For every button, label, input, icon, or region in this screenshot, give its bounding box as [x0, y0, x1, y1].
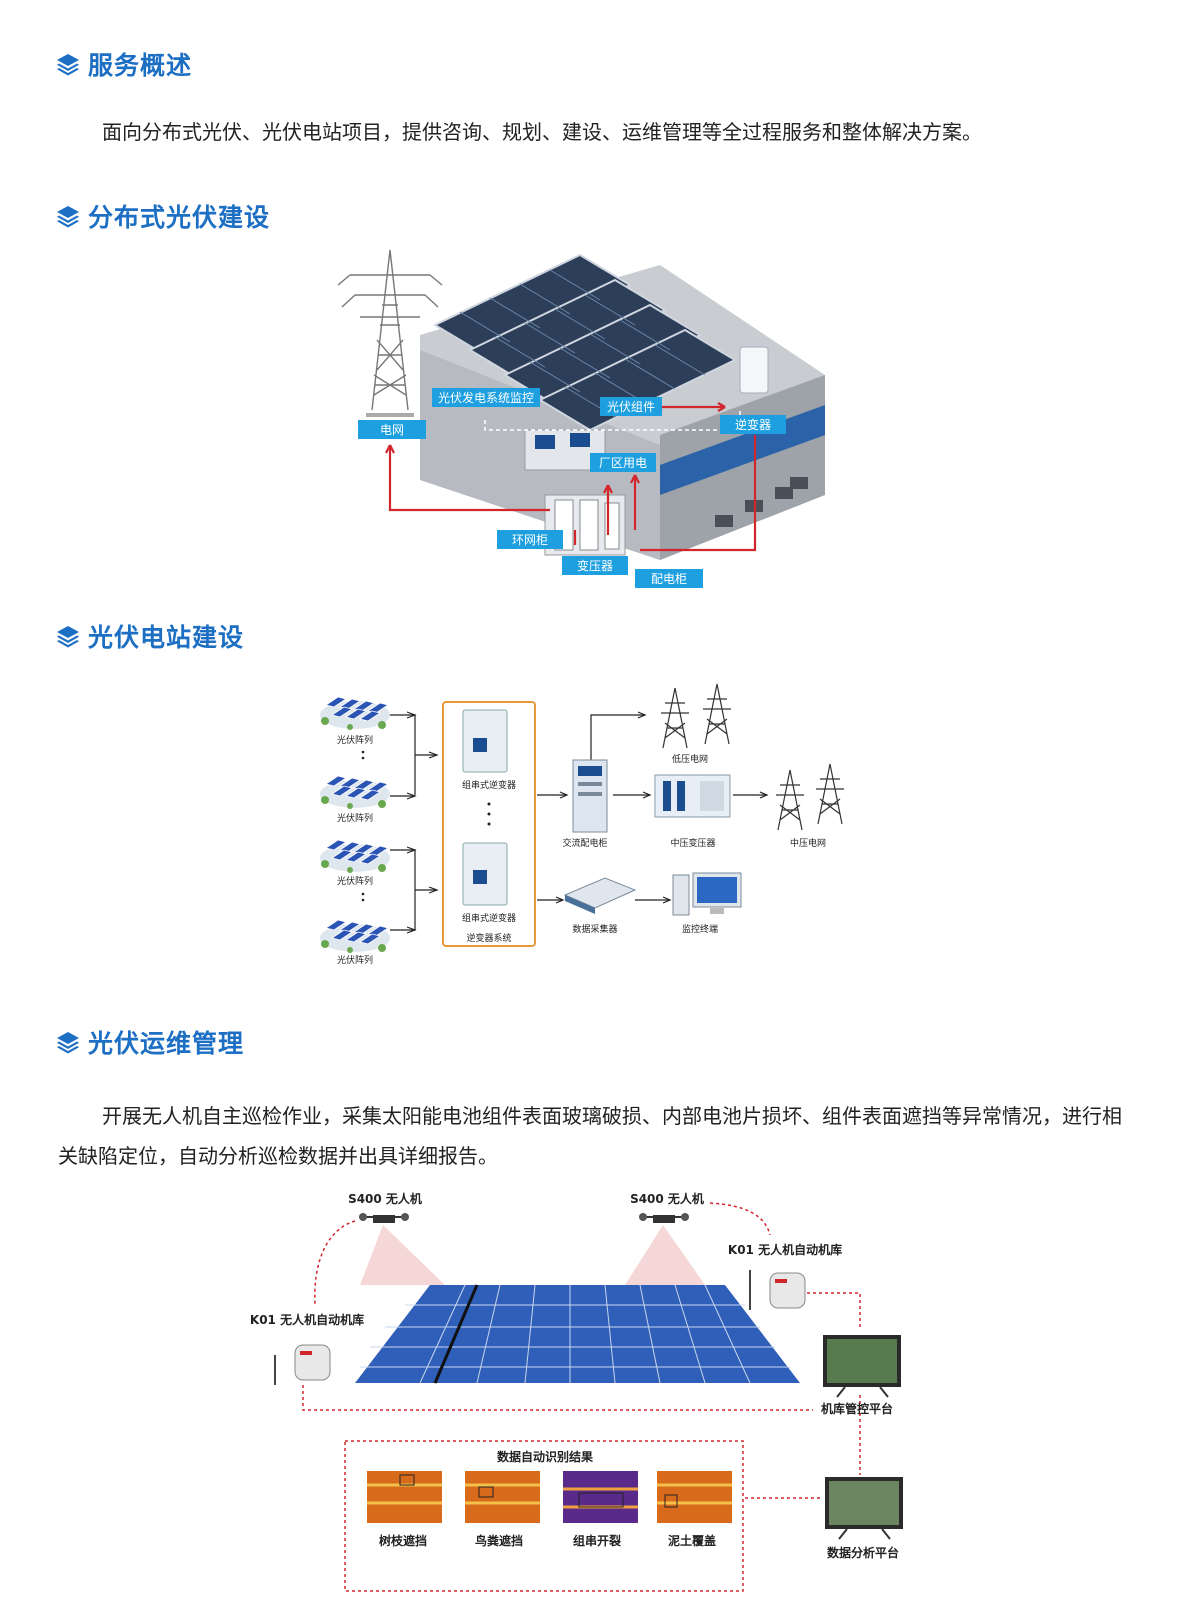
svg-text:环网柜: 环网柜 — [512, 533, 548, 547]
section-heading-station: 光伏电站建设 — [56, 618, 244, 654]
results-box — [344, 1440, 744, 1592]
label-monitor: 光伏发电系统监控 — [432, 388, 540, 407]
pv-array-2: 光伏阵列 — [319, 775, 391, 824]
label-grid: 电网 — [358, 420, 426, 439]
label-plant-power: 厂区用电 — [590, 453, 656, 472]
svg-text:组串式逆变器: 组串式逆变器 — [462, 779, 516, 791]
svg-text:光伏阵列: 光伏阵列 — [337, 734, 373, 746]
svg-text:中压变压器: 中压变压器 — [670, 837, 715, 849]
svg-text:数据采集器: 数据采集器 — [572, 923, 617, 935]
label-inverter: 逆变器 — [720, 415, 786, 434]
low-voltage-grid: 低压电网 — [660, 683, 732, 765]
svg-text:光伏阵列: 光伏阵列 — [337, 875, 373, 887]
svg-text:监控终端: 监控终端 — [682, 923, 718, 935]
section-title: 光伏电站建设 — [88, 623, 245, 652]
svg-text:光伏阵列: 光伏阵列 — [337, 954, 373, 966]
section-title: 服务概述 — [88, 51, 193, 80]
label-transformer: 变压器 — [562, 556, 628, 575]
inverter-system-box — [442, 701, 536, 947]
svg-text:数据分析平台: 数据分析平台 — [827, 1545, 899, 1560]
svg-text:电网: 电网 — [380, 423, 404, 437]
section-heading-overview: 服务概述 — [56, 46, 192, 82]
transmission-tower-icon — [337, 249, 443, 417]
drone-left: S400 无人机 — [348, 1191, 445, 1285]
section-heading-distributed: 分布式光伏建设 — [56, 198, 270, 234]
result-bird-dropping: 鸟粪遮挡 — [465, 1471, 540, 1548]
hangar-right: K01 无人机自动机库 — [728, 1242, 842, 1310]
mv-grid: 中压电网 — [775, 763, 845, 849]
pv-array-1: 光伏阵列 — [319, 696, 391, 746]
pv-array-4: 光伏阵列 — [319, 919, 391, 966]
overview-paragraph: 面向分布式光伏、光伏电站项目，提供咨询、规划、建设、运维管理等全过程服务和整体解… — [102, 120, 982, 144]
data-collector: 数据采集器 — [563, 877, 637, 935]
layers-icon — [57, 1032, 79, 1054]
string-inverter-1: 组串式逆变器 — [462, 709, 516, 791]
mv-transformer: 中压变压器 — [654, 774, 731, 849]
om-paragraph: 开展无人机自主巡检作业，采集太阳能电池组件表面玻璃破损、内部电池片损坏、组件表面… — [58, 1104, 1122, 1168]
svg-text:配电柜: 配电柜 — [651, 572, 687, 586]
result-string-crack: 组串开裂 — [563, 1471, 638, 1548]
drone-right: S400 无人机 — [625, 1191, 705, 1285]
monitor-terminal: 监控终端 — [672, 872, 742, 935]
string-inverter-2: 组串式逆变器 — [462, 842, 516, 924]
svg-text:中压电网: 中压电网 — [790, 837, 826, 849]
result-dirt-cover: 泥土覆盖 — [657, 1471, 732, 1548]
svg-text:S400 无人机: S400 无人机 — [630, 1191, 704, 1206]
analysis-platform: 数据分析平台 — [825, 1477, 903, 1560]
svg-text:厂区用电: 厂区用电 — [599, 456, 647, 470]
svg-text:组串开裂: 组串开裂 — [573, 1533, 621, 1548]
svg-text:机库管控平台: 机库管控平台 — [821, 1401, 893, 1416]
hangar-left: K01 无人机自动机库 — [250, 1312, 364, 1385]
label-ring-cabinet: 环网柜 — [497, 530, 563, 549]
section-heading-om: 光伏运维管理 — [56, 1024, 244, 1060]
inverter-system-label: 逆变器系统 — [466, 932, 511, 944]
ac-distribution-cabinet: 交流配电柜 — [562, 759, 608, 849]
svg-text:树枝遮挡: 树枝遮挡 — [379, 1533, 427, 1548]
data-links — [302, 1202, 861, 1499]
inverter-device — [739, 346, 769, 394]
label-dist-cabinet: 配电柜 — [635, 569, 703, 588]
svg-text:变压器: 变压器 — [577, 558, 613, 573]
hangar-platform: 机库管控平台 — [821, 1335, 901, 1416]
pv-array-3: 光伏阵列 — [319, 839, 391, 887]
svg-text:组串式逆变器: 组串式逆变器 — [462, 912, 516, 924]
layers-icon — [57, 206, 79, 228]
svg-text:鸟粪遮挡: 鸟粪遮挡 — [475, 1533, 523, 1548]
label-module: 光伏组件 — [600, 397, 662, 416]
svg-text:交流配电柜: 交流配电柜 — [562, 837, 607, 849]
results-title: 数据自动识别结果 — [497, 1449, 593, 1464]
distributed-pv-diagram: 光伏发电系统监控 光伏组件 电网 逆变器 厂区用电 环网柜 变压器 配电柜 — [337, 249, 825, 588]
result-branch-occlusion: 树枝遮挡 — [367, 1471, 442, 1548]
svg-text:低压电网: 低压电网 — [672, 753, 708, 765]
layers-icon — [57, 54, 79, 76]
svg-text:光伏阵列: 光伏阵列 — [337, 812, 373, 824]
svg-text:逆变器: 逆变器 — [735, 417, 771, 432]
section-title: 光伏运维管理 — [88, 1029, 245, 1058]
svg-text:泥土覆盖: 泥土覆盖 — [668, 1533, 716, 1548]
svg-text:S400 无人机: S400 无人机 — [348, 1191, 422, 1206]
solar-field — [355, 1284, 800, 1384]
solar-panel-array — [432, 253, 738, 432]
drone-inspection-diagram: S400 无人机 S400 无人机 K01 无人机自动机库 K01 无人机自动机… — [250, 1191, 903, 1592]
power-flow-arrows — [385, 402, 757, 552]
layers-icon — [57, 626, 79, 648]
svg-text:K01 无人机自动机库: K01 无人机自动机库 — [728, 1242, 842, 1257]
svg-text:K01 无人机自动机库: K01 无人机自动机库 — [250, 1312, 364, 1327]
pv-station-diagram: 光伏阵列 光伏阵列 光伏阵列 光伏阵列 组串式逆变器 组串式逆变器 逆变器系统 — [319, 683, 845, 966]
svg-text:光伏组件: 光伏组件 — [607, 400, 655, 414]
section-title: 分布式光伏建设 — [88, 203, 271, 232]
svg-text:光伏发电系统监控: 光伏发电系统监控 — [438, 390, 534, 405]
